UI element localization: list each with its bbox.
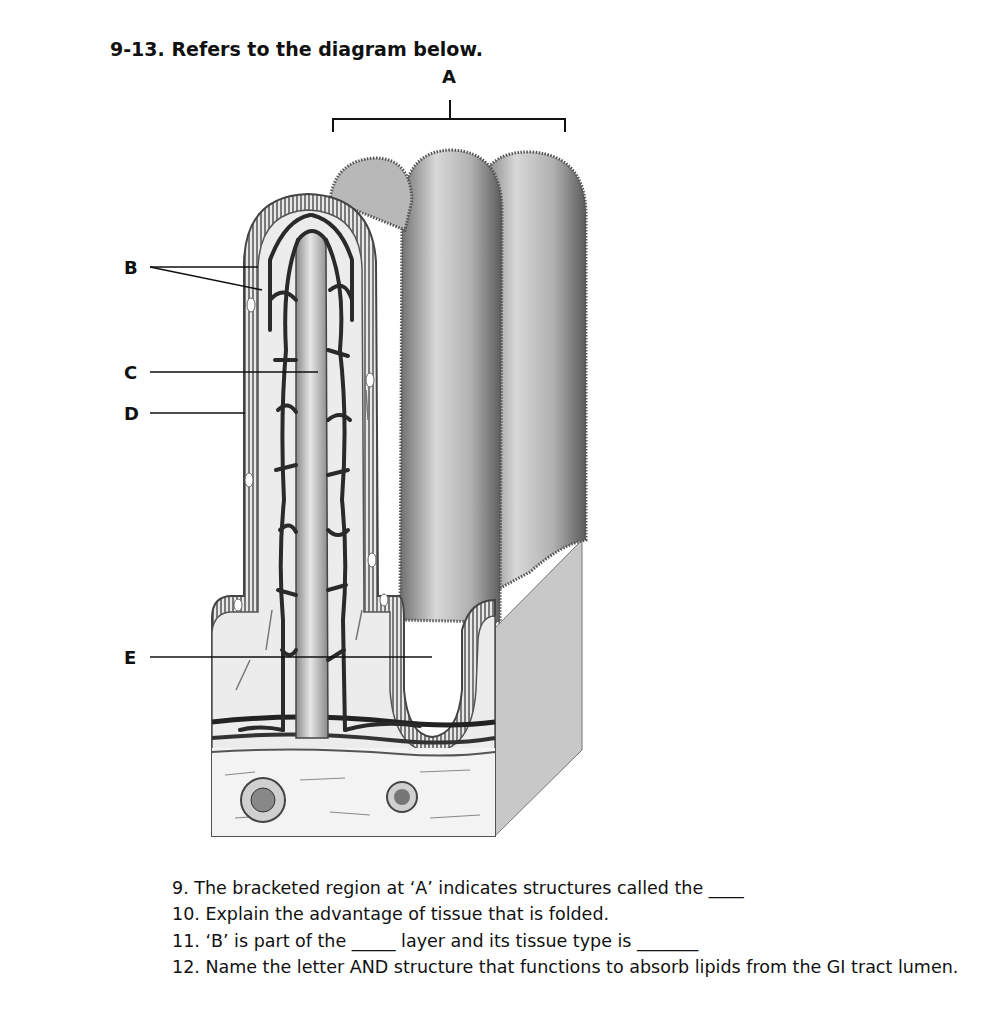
question-text: 12. Name the letter AND structure that f…	[172, 955, 980, 980]
question-text: 11. ‘B’ is part of the _____ layer and i…	[172, 929, 980, 954]
question-text: 10. Explain the advantage of tissue that…	[172, 902, 980, 927]
leader-line	[150, 267, 432, 657]
callout-letter: E	[124, 647, 136, 668]
callout-letter: B	[124, 257, 138, 278]
callout-letter: D	[124, 403, 139, 424]
worksheet-heading: 9-13. Refers to the diagram below.	[110, 38, 483, 60]
question-text: 9. The bracketed region at ‘A’ indicates…	[172, 876, 980, 901]
bracket	[333, 100, 565, 132]
callout-letter: C	[124, 362, 137, 383]
callout-letter: A	[442, 66, 456, 87]
villus-section	[212, 194, 495, 836]
